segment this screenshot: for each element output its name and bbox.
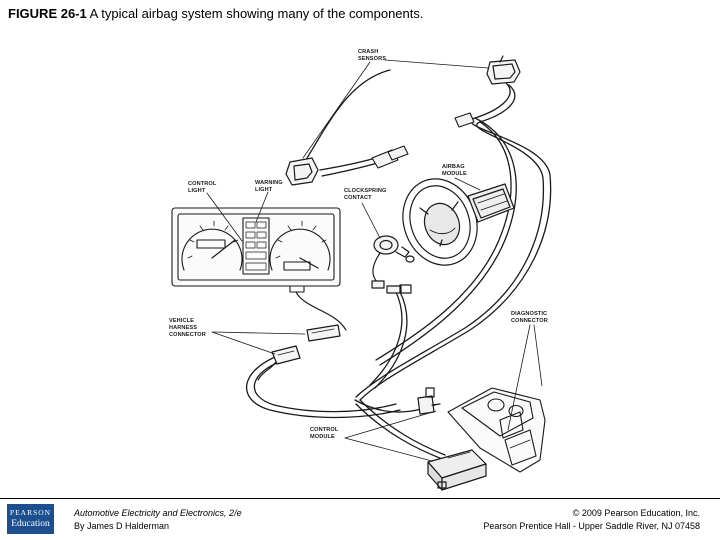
label-control-light-line: LIGHT bbox=[188, 188, 206, 194]
logo-line-2: Education bbox=[11, 519, 50, 529]
crash-sensor-left bbox=[285, 157, 319, 186]
label-crash-sensors-line: SENSORS bbox=[358, 56, 386, 62]
label-airbag-module-line: MODULE bbox=[442, 171, 467, 177]
callout-leaders bbox=[206, 59, 543, 462]
label-vehicle-harness-connector-line: VEHICLE bbox=[169, 318, 194, 324]
wiring-harness bbox=[245, 69, 552, 460]
book-author: By James D Halderman bbox=[74, 521, 170, 531]
figure-title: FIGURE 26-1 A typical airbag system show… bbox=[8, 6, 424, 21]
figure-caption: A typical airbag system showing many of … bbox=[89, 6, 424, 21]
center-console bbox=[447, 387, 546, 473]
instrument-cluster bbox=[171, 207, 341, 293]
label-clockspring-contact-line: CLOCKSPRING bbox=[344, 188, 386, 194]
footer-copyright: © 2009 Pearson Education, Inc. Pearson P… bbox=[483, 507, 700, 533]
label-vehicle-harness-connector-line: HARNESS bbox=[169, 325, 197, 331]
label-airbag-module: AIRBAG MODULE bbox=[442, 164, 467, 177]
label-diagnostic-connector-line: CONNECTOR bbox=[511, 318, 548, 324]
label-vehicle-harness-connector: VEHICLE HARNESS CONNECTOR bbox=[169, 318, 206, 338]
figure-number: FIGURE 26-1 bbox=[8, 6, 87, 21]
logo-line-1: PEARSON bbox=[9, 508, 52, 517]
label-control-light-line: CONTROL bbox=[188, 181, 217, 187]
label-control-module: CONTROL MODULE bbox=[310, 427, 340, 440]
label-clockspring-contact-line: CONTACT bbox=[344, 195, 372, 201]
vehicle-harness-connector bbox=[257, 291, 347, 381]
label-control-light: CONTROL LIGHT bbox=[188, 181, 218, 194]
label-clockspring-contact: CLOCKSPRING CONTACT bbox=[344, 188, 388, 201]
footer-book-info: Automotive Electricity and Electronics, … bbox=[74, 507, 242, 533]
harness-connector-top bbox=[371, 112, 475, 169]
label-warning-light-line: LIGHT bbox=[255, 187, 273, 193]
label-warning-light-line: WARNING bbox=[255, 180, 283, 186]
book-title: Automotive Electricity and Electronics, … bbox=[74, 508, 242, 518]
label-diagnostic-connector-line: DIAGNOSTIC bbox=[511, 311, 547, 317]
pearson-logo: PEARSON Education bbox=[7, 504, 54, 534]
steering-wheel bbox=[402, 178, 478, 266]
callout-labels: CRASH SENSORS AIRBAG MODULE CONTROL LIGH… bbox=[169, 49, 549, 440]
crash-sensor-front bbox=[486, 55, 521, 85]
label-vehicle-harness-connector-line: CONNECTOR bbox=[169, 332, 206, 338]
airbag-system-diagram: CRASH SENSORS AIRBAG MODULE CONTROL LIGH… bbox=[169, 49, 552, 491]
airbag-module bbox=[467, 183, 515, 223]
diagnostic-connector-plug bbox=[417, 387, 441, 415]
footer-divider bbox=[0, 498, 720, 499]
clockspring-contact bbox=[371, 235, 415, 294]
publisher-text: Pearson Prentice Hall - Upper Saddle Riv… bbox=[483, 521, 700, 531]
label-airbag-module-line: AIRBAG bbox=[442, 164, 465, 170]
label-control-module-line: MODULE bbox=[310, 434, 335, 440]
label-crash-sensors-line: CRASH bbox=[358, 49, 378, 55]
label-diagnostic-connector: DIAGNOSTIC CONNECTOR bbox=[511, 311, 549, 324]
label-warning-light: WARNING LIGHT bbox=[255, 180, 284, 193]
control-module bbox=[427, 449, 487, 491]
copyright-text: © 2009 Pearson Education, Inc. bbox=[572, 508, 700, 518]
label-control-module-line: CONTROL bbox=[310, 427, 339, 433]
label-crash-sensors: CRASH SENSORS bbox=[358, 49, 386, 62]
